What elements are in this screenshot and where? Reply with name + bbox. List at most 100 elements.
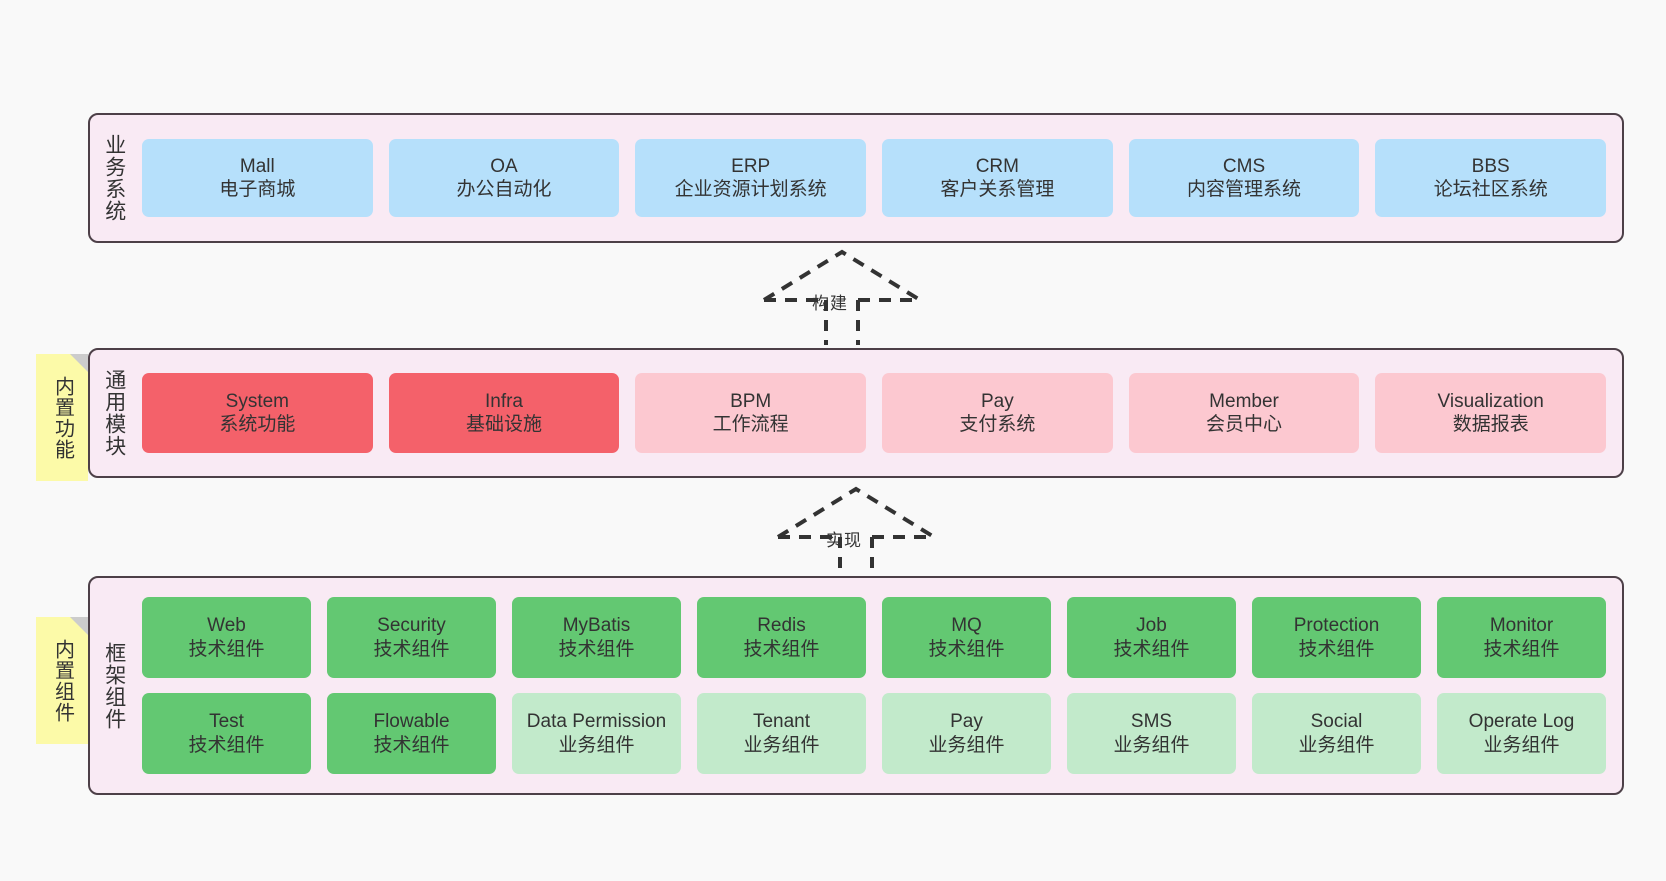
node-member[interactable]: Member 会员中心 xyxy=(1128,373,1360,453)
node-bpm-cn: 工作流程 xyxy=(712,414,789,435)
node-monitor[interactable]: Monitor 技术组件 xyxy=(1437,597,1606,678)
node-visualization[interactable]: Visualization 数据报表 xyxy=(1375,373,1607,453)
node-tenant-cn: 业务组件 xyxy=(743,734,820,756)
node-operate-log-cn: 业务组件 xyxy=(1483,734,1560,756)
node-sms[interactable]: SMS 业务组件 xyxy=(1067,693,1236,774)
node-operate-log[interactable]: Operate Log 业务组件 xyxy=(1437,693,1606,774)
node-test-en: Test xyxy=(209,711,244,733)
node-flowable[interactable]: Flowable 技术组件 xyxy=(327,693,496,774)
sticky-note-builtin-function: 内置功能 xyxy=(36,354,88,481)
sticky-note-builtin-component: 内置组件 xyxy=(36,617,88,744)
node-mall-cn: 电子商城 xyxy=(219,179,296,200)
node-infra[interactable]: Infra 基础设施 xyxy=(388,373,620,453)
node-system[interactable]: System 系统功能 xyxy=(142,373,373,453)
node-mq[interactable]: MQ 技术组件 xyxy=(882,597,1051,678)
node-test-cn: 技术组件 xyxy=(188,734,265,756)
node-data-permission-en: Data Permission xyxy=(526,711,667,733)
node-oa[interactable]: OA 办公自动化 xyxy=(388,139,620,217)
node-cms[interactable]: CMS 内容管理系统 xyxy=(1128,139,1360,217)
node-mall-en: Mall xyxy=(239,155,275,177)
node-bbs[interactable]: BBS 论坛社区系统 xyxy=(1375,139,1607,217)
node-infra-cn: 基础设施 xyxy=(466,414,543,435)
node-tenant-en: Tenant xyxy=(752,711,811,733)
node-mybatis-cn: 技术组件 xyxy=(558,638,635,660)
node-erp-en: ERP xyxy=(731,155,771,177)
sticky-builtin-function-label: 内置功能 xyxy=(51,375,74,460)
node-security[interactable]: Security 技术组件 xyxy=(327,597,496,678)
layer-modules-body: System 系统功能 Infra 基础设施 BPM 工作流程 Pay 支付系统… xyxy=(138,350,1622,476)
node-protection-en: Protection xyxy=(1293,615,1380,637)
layer-modules-title: 通用模块 xyxy=(102,369,126,457)
node-mq-cn: 技术组件 xyxy=(928,638,1005,660)
connector-implement: 实现 xyxy=(766,486,946,582)
node-protection[interactable]: Protection 技术组件 xyxy=(1252,597,1421,678)
node-visualization-cn: 数据报表 xyxy=(1452,414,1529,435)
connector-build-label: 构建 xyxy=(812,294,848,313)
node-pay-module[interactable]: Pay 支付系统 xyxy=(882,373,1113,453)
node-monitor-cn: 技术组件 xyxy=(1483,638,1560,660)
node-bbs-cn: 论坛社区系统 xyxy=(1433,179,1548,200)
node-web-en: Web xyxy=(207,615,246,637)
node-crm[interactable]: CRM 客户关系管理 xyxy=(882,139,1113,217)
node-web-cn: 技术组件 xyxy=(188,638,265,660)
layer-business-title: 业务系统 xyxy=(102,134,126,222)
node-data-permission-cn: 业务组件 xyxy=(558,734,635,756)
node-flowable-en: Flowable xyxy=(373,711,450,733)
node-bpm-en: BPM xyxy=(730,390,772,412)
node-infra-en: Infra xyxy=(484,390,524,412)
layer-framework-title: 框架组件 xyxy=(102,641,126,730)
node-bpm[interactable]: BPM 工作流程 xyxy=(635,373,867,453)
node-tenant[interactable]: Tenant 业务组件 xyxy=(697,693,866,774)
node-oa-en: OA xyxy=(490,155,518,177)
node-system-cn: 系统功能 xyxy=(219,414,296,435)
node-sms-cn: 业务组件 xyxy=(1113,734,1190,756)
node-cms-en: CMS xyxy=(1222,155,1266,177)
node-social-cn: 业务组件 xyxy=(1298,734,1375,756)
layer-business-body: Mall 电子商城 OA 办公自动化 ERP 企业资源计划系统 CRM 客户关系… xyxy=(138,115,1622,241)
node-pay-component-cn: 业务组件 xyxy=(928,734,1005,756)
node-security-en: Security xyxy=(377,615,446,637)
node-protection-cn: 技术组件 xyxy=(1298,638,1375,660)
node-system-en: System xyxy=(225,390,290,412)
node-mq-en: MQ xyxy=(951,615,982,637)
node-oa-cn: 办公自动化 xyxy=(456,179,552,200)
connector-implement-label: 实现 xyxy=(826,531,862,550)
node-erp-cn: 企业资源计划系统 xyxy=(674,179,827,200)
node-job-cn: 技术组件 xyxy=(1113,638,1190,660)
node-security-cn: 技术组件 xyxy=(373,638,450,660)
node-mybatis-en: MyBatis xyxy=(562,615,631,637)
node-member-en: Member xyxy=(1209,390,1279,412)
node-social[interactable]: Social 业务组件 xyxy=(1252,693,1421,774)
node-mybatis[interactable]: MyBatis 技术组件 xyxy=(512,597,681,678)
node-crm-cn: 客户关系管理 xyxy=(940,179,1055,200)
framework-row-technical: Web 技术组件 Security 技术组件 MyBatis 技术组件 Redi… xyxy=(142,597,1606,678)
connector-build: 构建 xyxy=(752,249,932,345)
node-mall[interactable]: Mall 电子商城 xyxy=(142,139,373,217)
node-job[interactable]: Job 技术组件 xyxy=(1067,597,1236,678)
implement-arrow-icon xyxy=(776,486,936,582)
node-operate-log-en: Operate Log xyxy=(1468,711,1575,733)
node-redis-en: Redis xyxy=(757,615,806,637)
layer-framework-components: 框架组件 Web 技术组件 Security 技术组件 MyBatis 技术组件… xyxy=(88,576,1624,795)
node-member-cn: 会员中心 xyxy=(1206,414,1283,435)
node-redis[interactable]: Redis 技术组件 xyxy=(697,597,866,678)
node-data-permission[interactable]: Data Permission 业务组件 xyxy=(512,693,681,774)
node-pay-component[interactable]: Pay 业务组件 xyxy=(882,693,1051,774)
node-crm-en: CRM xyxy=(975,155,1019,177)
node-cms-cn: 内容管理系统 xyxy=(1187,179,1302,200)
layer-business-systems: 业务系统 Mall 电子商城 OA 办公自动化 ERP 企业资源计划系统 CRM… xyxy=(88,113,1624,243)
node-redis-cn: 技术组件 xyxy=(743,638,820,660)
node-sms-en: SMS xyxy=(1130,711,1173,733)
node-flowable-cn: 技术组件 xyxy=(373,734,450,756)
node-web[interactable]: Web 技术组件 xyxy=(142,597,311,678)
node-pay-module-cn: 支付系统 xyxy=(959,414,1036,435)
sticky-builtin-component-label: 内置组件 xyxy=(51,638,74,723)
node-pay-module-en: Pay xyxy=(980,390,1014,412)
node-erp[interactable]: ERP 企业资源计划系统 xyxy=(635,139,867,217)
node-pay-component-en: Pay xyxy=(950,711,983,733)
layer-common-modules: 通用模块 System 系统功能 Infra 基础设施 BPM 工作流程 Pay… xyxy=(88,348,1624,478)
node-test[interactable]: Test 技术组件 xyxy=(142,693,311,774)
build-arrow-icon xyxy=(762,249,922,345)
modules-row: System 系统功能 Infra 基础设施 BPM 工作流程 Pay 支付系统… xyxy=(142,373,1607,453)
